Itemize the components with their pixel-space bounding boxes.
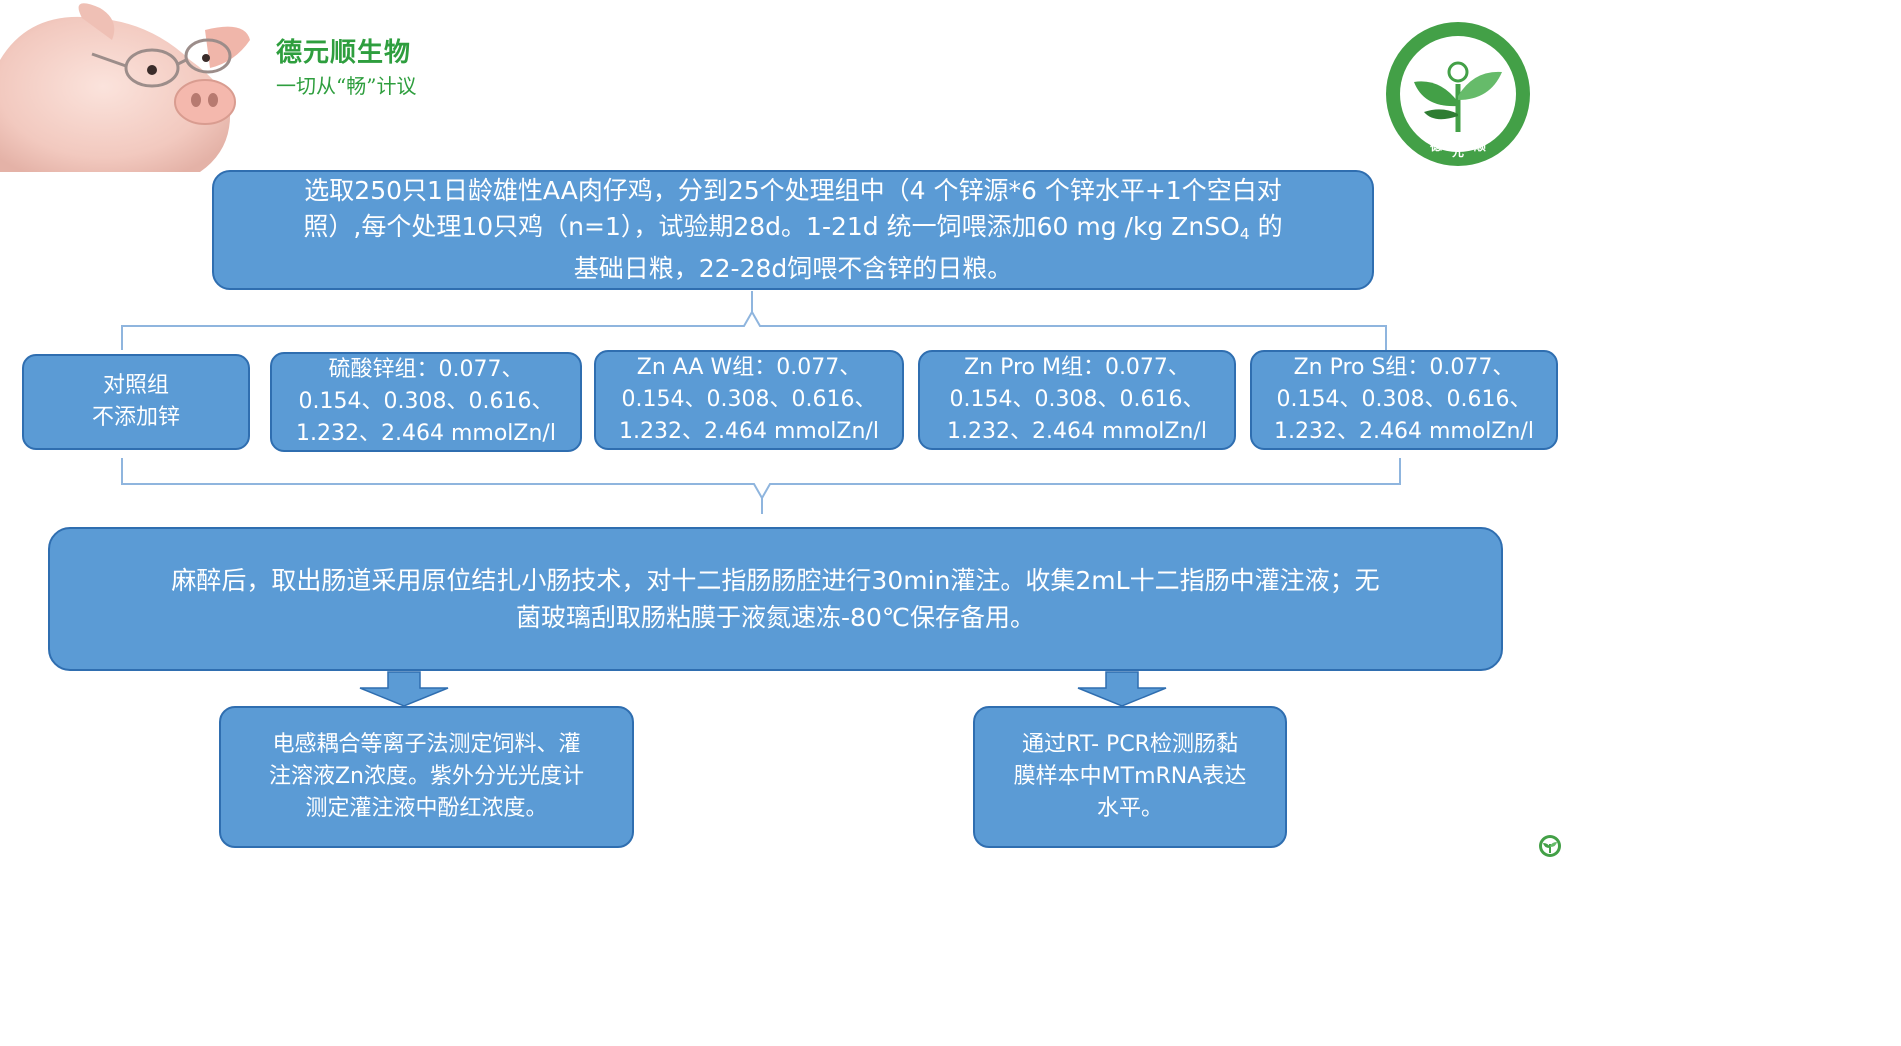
middle-box-line-1: 麻醉后，取出肠道采用原位结扎小肠技术，对十二指肠肠腔进行30min灌注。收集2m… (171, 566, 1380, 595)
brand-title: 德元顺生物 (276, 38, 412, 68)
zinc-measurement-box: 电感耦合等离子法测定饲料、灌 注溶液Zn浓度。紫外分光光度计 测定灌注液中酚红浓… (219, 706, 634, 848)
logo-bottom-char-3: 顺 (1474, 138, 1486, 153)
znso4-subscript: 4 (1239, 224, 1250, 243)
top-box-line-3: 基础日粮，22-28d饲喂不含锌的日粮。 (573, 254, 1013, 284)
group-box-zn-aa-w: Zn AA W组：0.077、 0.154、0.308、0.616、 1.232… (594, 350, 904, 450)
top-box-line-2-text: 照）,每个处理10只鸡（n=1），试验期28d。1-21d 统一饲喂添加60 m… (303, 211, 1240, 241)
group-zn-aa-w-line-1: Zn AA W组：0.077、 (636, 355, 862, 380)
arrow-down-left (359, 671, 449, 707)
group-zn-pro-m-line-2: 0.154、0.308、0.616、 (949, 387, 1205, 412)
company-logo: Bio-Technology 德 元 顺 (1386, 22, 1530, 166)
bottom-left-line-3: 测定灌注液中酚红浓度。 (305, 796, 548, 821)
group-box-zn-pro-m: Zn Pro M组：0.077、 0.154、0.308、0.616、 1.23… (918, 350, 1236, 450)
bottom-brace (121, 458, 1401, 501)
group-zn-aa-w-line-3: 1.232、2.464 mmolZn/l (619, 419, 879, 444)
group-box-znso4: 硫酸锌组：0.077、 0.154、0.308、0.616、 1.232、2.4… (270, 352, 582, 452)
group-zn-pro-s-line-3: 1.232、2.464 mmolZn/l (1274, 419, 1534, 444)
arrow-down-right (1077, 671, 1167, 707)
logo-bottom-char-1: 德 (1430, 138, 1442, 153)
small-logo-icon (1539, 835, 1561, 857)
pig-with-glasses-image (0, 0, 260, 172)
bottom-left-line-2: 注溶液Zn浓度。紫外分光光度计 (268, 764, 584, 789)
group-control-line-2: 不添加锌 (91, 405, 180, 430)
top-box-line-2-tail: 的 (1249, 211, 1283, 241)
group-control-line-1: 对照组 (102, 373, 169, 398)
bottom-right-line-2: 膜样本中MTmRNA表达 (1013, 764, 1247, 789)
bottom-right-line-3: 水平。 (1096, 796, 1163, 821)
group-zn-aa-w-line-2: 0.154、0.308、0.616、 (621, 387, 877, 412)
group-box-control: 对照组 不添加锌 (22, 354, 250, 450)
group-znso4-line-1: 硫酸锌组：0.077、 (328, 357, 524, 382)
group-zn-pro-m-line-3: 1.232、2.464 mmolZn/l (947, 419, 1207, 444)
bottom-right-line-1: 通过RT- PCR检测肠黏 (1022, 732, 1238, 757)
group-zn-pro-s-line-2: 0.154、0.308、0.616、 (1276, 387, 1532, 412)
group-zn-pro-m-line-1: Zn Pro M组：0.077、 (964, 355, 1190, 380)
group-zn-pro-s-line-1: Zn Pro S组：0.077、 (1293, 355, 1515, 380)
group-box-zn-pro-s: Zn Pro S组：0.077、 0.154、0.308、0.616、 1.23… (1250, 350, 1558, 450)
group-znso4-line-2: 0.154、0.308、0.616、 (298, 389, 554, 414)
top-brace (121, 309, 1387, 350)
experiment-design-box: 选取250只1日龄雄性AA肉仔鸡，分到25个处理组中（4 个锌源*6 个锌水平+… (212, 170, 1374, 290)
logo-bottom-char-2: 元 (1452, 145, 1464, 159)
brand-slogan: 一切从“畅”计议 (276, 74, 417, 98)
perfusion-procedure-box: 麻醉后，取出肠道采用原位结扎小肠技术，对十二指肠肠腔进行30min灌注。收集2m… (48, 527, 1503, 671)
top-box-line-2: 照）,每个处理10只鸡（n=1），试验期28d。1-21d 统一饲喂添加60 m… (303, 209, 1282, 252)
group-znso4-line-3: 1.232、2.464 mmolZn/l (296, 421, 556, 446)
top-box-line-1: 选取250只1日龄雄性AA肉仔鸡，分到25个处理组中（4 个锌源*6 个锌水平+… (304, 175, 1282, 205)
rt-pcr-box: 通过RT- PCR检测肠黏 膜样本中MTmRNA表达 水平。 (973, 706, 1287, 848)
bottom-left-line-1: 电感耦合等离子法测定饲料、灌 (272, 732, 581, 757)
sprout-logo-icon (1414, 61, 1502, 132)
middle-box-line-2: 菌玻璃刮取肠粘膜于液氮速冻-80℃保存备用。 (516, 603, 1035, 632)
